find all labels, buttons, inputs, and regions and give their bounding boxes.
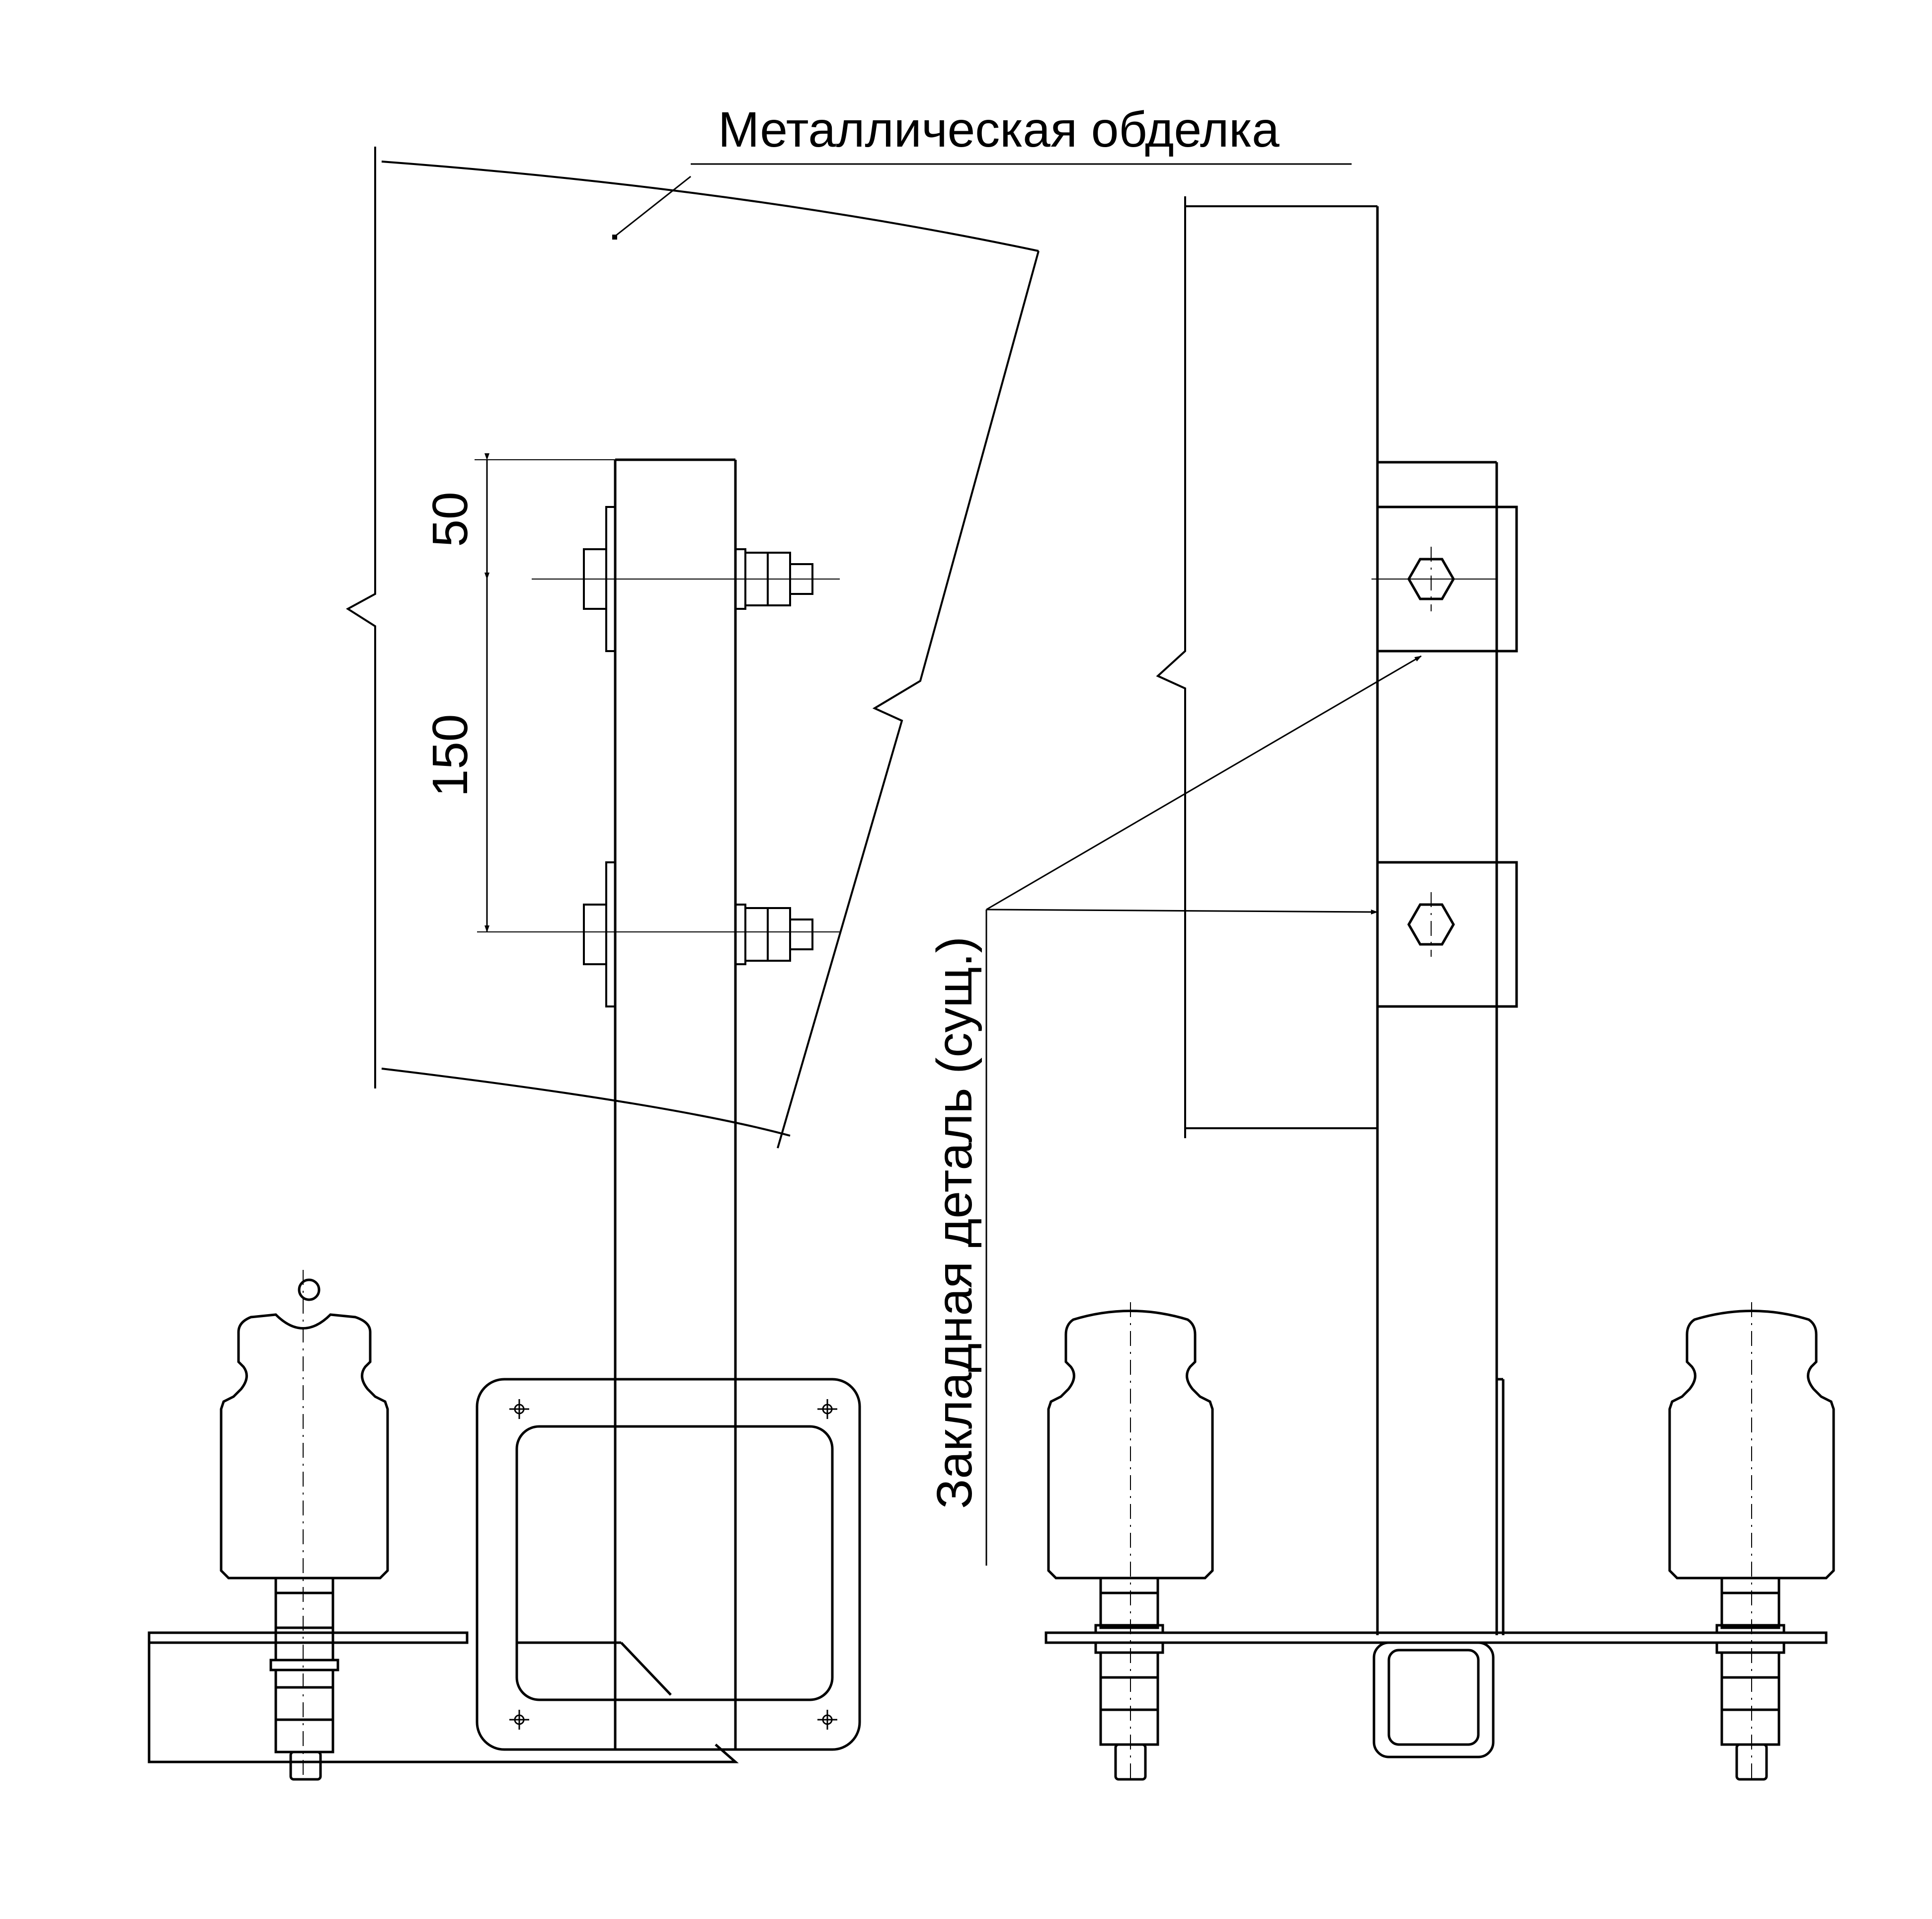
cladding-right-view [1156, 196, 1377, 1138]
insulator-right-view-1 [1047, 1302, 1214, 1781]
dimension-lines [475, 453, 615, 932]
embedded-plate-upper [1371, 505, 1518, 653]
base-plate-left-view [148, 1631, 739, 1763]
dimension-50-label: 50 [422, 492, 478, 547]
insulator-right-view-2 [1668, 1302, 1835, 1781]
embedded-plate-lower [1376, 861, 1518, 1008]
embedded-part-leader [985, 655, 1422, 1566]
base-plate-right-view [1045, 1631, 1828, 1758]
tube-section-left-view [476, 1378, 861, 1751]
post-left-view [614, 458, 737, 1750]
bolt-upper-left-view [532, 506, 840, 652]
mounting-holes-left-view [509, 1399, 837, 1730]
cladding-label: Металлическая обделка [718, 102, 1280, 158]
cladding-left-view [346, 147, 1040, 1149]
insulator-left-view [220, 1270, 389, 1781]
dimension-150-label: 150 [422, 714, 478, 797]
bolt-lower-left-view [477, 861, 840, 1007]
post-right-view [1376, 206, 1505, 1635]
embedded-part-label: Закладная деталь (сущ.) [927, 936, 982, 1509]
